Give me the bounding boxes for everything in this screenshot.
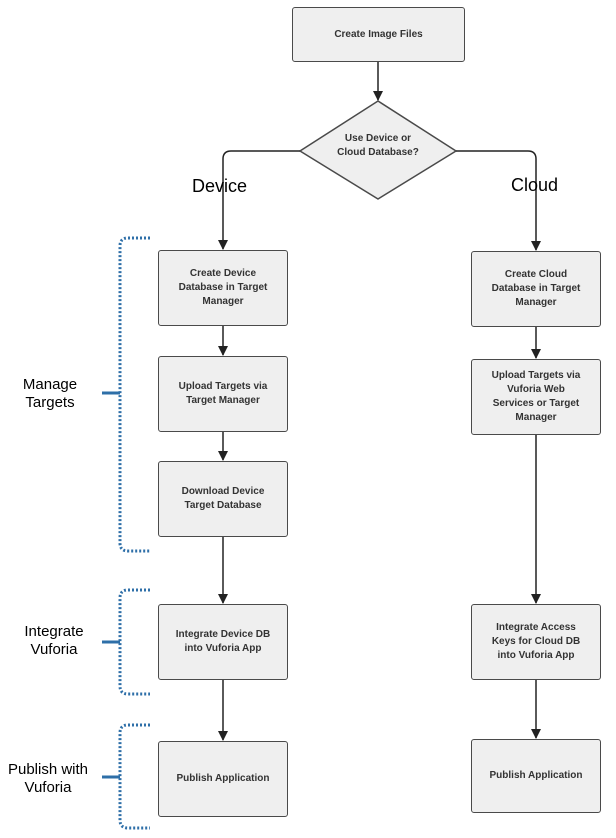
group-label-publish-with-vuforia: Publish with Vuforia <box>7 761 89 796</box>
device-step-upload-targets: Upload Targets via Target Manager <box>158 356 288 432</box>
branch-label-device: Device <box>192 176 248 196</box>
group-label-manage-targets: Manage Targets <box>22 376 78 411</box>
bracket-manage-targets <box>102 236 150 553</box>
branch-label-cloud: Cloud <box>511 175 559 195</box>
cloud-step-upload-targets: Upload Targets via Vuforia Web Services … <box>471 359 601 435</box>
arrow-decision-to-cloud <box>456 150 541 251</box>
device-step-integrate-db: Integrate Device DB into Vuforia App <box>158 604 288 680</box>
device-step-publish-application: Publish Application <box>158 741 288 817</box>
device-step-download-database: Download Device Target Database <box>158 461 288 537</box>
cloud-step-create-database: Create Cloud Database in Target Manager <box>471 251 601 327</box>
group-label-integrate-vuforia: Integrate Vuforia <box>24 623 84 658</box>
cloud-step-publish-application: Publish Application <box>471 739 601 813</box>
start-node-create-image-files: Create Image Files <box>292 7 465 62</box>
arrow-decision-to-device <box>218 150 300 250</box>
device-step-create-database: Create Device Database in Target Manager <box>158 250 288 326</box>
bracket-integrate-vuforia <box>102 588 150 696</box>
decision-label: Use Device or Cloud Database? <box>337 133 419 158</box>
bracket-publish-with-vuforia <box>102 723 150 830</box>
decision-diamond <box>298 100 458 200</box>
cloud-step-integrate-keys: Integrate Access Keys for Cloud DB into … <box>471 604 601 680</box>
